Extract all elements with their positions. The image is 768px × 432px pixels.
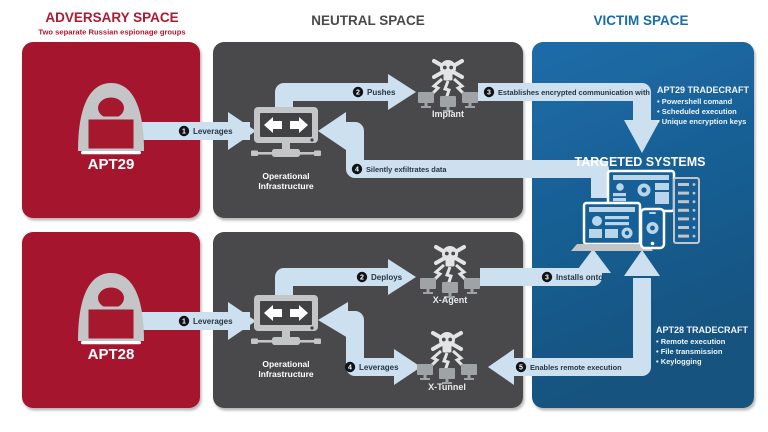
step-number-badge	[483, 86, 495, 98]
targeted-devices-cluster-icon	[571, 169, 700, 251]
neutral-space-title: NEUTRAL SPACE	[311, 13, 425, 28]
adversary-space-title: ADVERSARY SPACE	[45, 10, 178, 25]
svg-text:Leverages: Leverages	[193, 127, 233, 136]
apt29-tradecraft-title: APT29 TRADECRAFT	[657, 85, 750, 95]
apt28-step4-arrow	[318, 302, 421, 385]
apt28-step1-label: 1 Leverages	[178, 315, 233, 327]
targeted-systems-label: TARGETED SYSTEMS	[574, 155, 705, 169]
apt28-label: APT28	[88, 346, 135, 363]
apt28-tradecraft-item: • File transmission	[656, 347, 723, 356]
apt28-step3-label: 3 Installs onto	[541, 271, 603, 283]
svg-text:Deploys: Deploys	[371, 273, 403, 282]
apt29-step1-arrow	[138, 112, 256, 150]
svg-text:Establishes encrypted communic: Establishes encrypted communication with	[498, 88, 650, 97]
infrastructure-label-line1: Operational	[262, 359, 309, 369]
implant-label: Implant	[432, 109, 464, 119]
svg-text:Silently exfiltrates data: Silently exfiltrates data	[366, 165, 447, 174]
svg-text:Enables remote execution: Enables remote execution	[530, 363, 622, 372]
svg-text:2: 2	[356, 90, 360, 97]
apt28-step5-label: 5 Enables remote execution	[515, 361, 622, 373]
laptop-icon	[571, 201, 653, 251]
server-rack-icon	[673, 177, 700, 244]
svg-text:2: 2	[360, 275, 364, 282]
apt28-tradecraft-item: • Keylogging	[656, 357, 702, 366]
step-number-badge	[356, 271, 368, 283]
apt29-step1-label: 1 Leverages	[178, 125, 233, 137]
apt28-step3-arrow	[480, 249, 611, 286]
step-number-badge	[178, 315, 190, 327]
apt29-tradecraft-item: • Unique encryption keys	[657, 117, 746, 126]
infrastructure-label-line1: Operational	[262, 171, 309, 181]
apt28-step2-label: 2 Deploys	[356, 271, 403, 283]
svg-text:4: 4	[355, 167, 359, 174]
svg-text:Installs onto: Installs onto	[556, 273, 603, 282]
svg-text:1: 1	[182, 129, 186, 136]
svg-text:3: 3	[487, 90, 491, 97]
apt28-step2-arrow	[275, 259, 416, 302]
victim-space-title: VICTIM SPACE	[593, 13, 688, 28]
xtunnel-label: X-Tunnel	[428, 382, 466, 392]
apt28-tradecraft-item: • Remote execution	[656, 337, 726, 346]
apt29-step3-arrow	[478, 83, 660, 153]
adversary-space-subtitle: Two separate Russian espionage groups	[38, 28, 185, 37]
step-number-badge	[344, 361, 356, 373]
svg-text:3: 3	[545, 275, 549, 282]
apt29-step2-label: 2 Pushes	[352, 86, 396, 98]
infrastructure-label-line2: Infrastructure	[258, 369, 314, 379]
step-number-badge	[515, 361, 527, 373]
svg-text:Leverages: Leverages	[359, 363, 399, 372]
apt28-step4-label: 4 Leverages	[344, 361, 399, 373]
step-number-badge	[541, 271, 553, 283]
apt28-step5-arrow	[488, 250, 660, 385]
svg-text:5: 5	[519, 365, 523, 372]
step-number-badge	[178, 125, 190, 137]
smartphone-icon	[639, 207, 666, 250]
apt29-label: APT29	[88, 156, 135, 173]
apt29-step4-label: 4 Silently exfiltrates data	[351, 163, 447, 175]
infrastructure-label-line2: Infrastructure	[258, 181, 314, 191]
apt29-tradecraft-item: • Powershell comand	[657, 97, 733, 106]
svg-text:4: 4	[348, 365, 352, 372]
apt29-tradecraft-item: • Scheduled execution	[657, 107, 737, 116]
svg-text:Pushes: Pushes	[367, 88, 396, 97]
step-number-badge	[352, 86, 364, 98]
apt28-step1-arrow	[138, 302, 256, 340]
apt28-tradecraft-title: APT28 TRADECRAFT	[656, 325, 749, 335]
step-number-badge	[351, 163, 363, 175]
svg-text:1: 1	[182, 319, 186, 326]
apt29-step3-label: 3 Establishes encrypted communication wi…	[483, 86, 650, 98]
svg-text:Leverages: Leverages	[193, 317, 233, 326]
xagent-label: X-Agent	[433, 295, 468, 305]
